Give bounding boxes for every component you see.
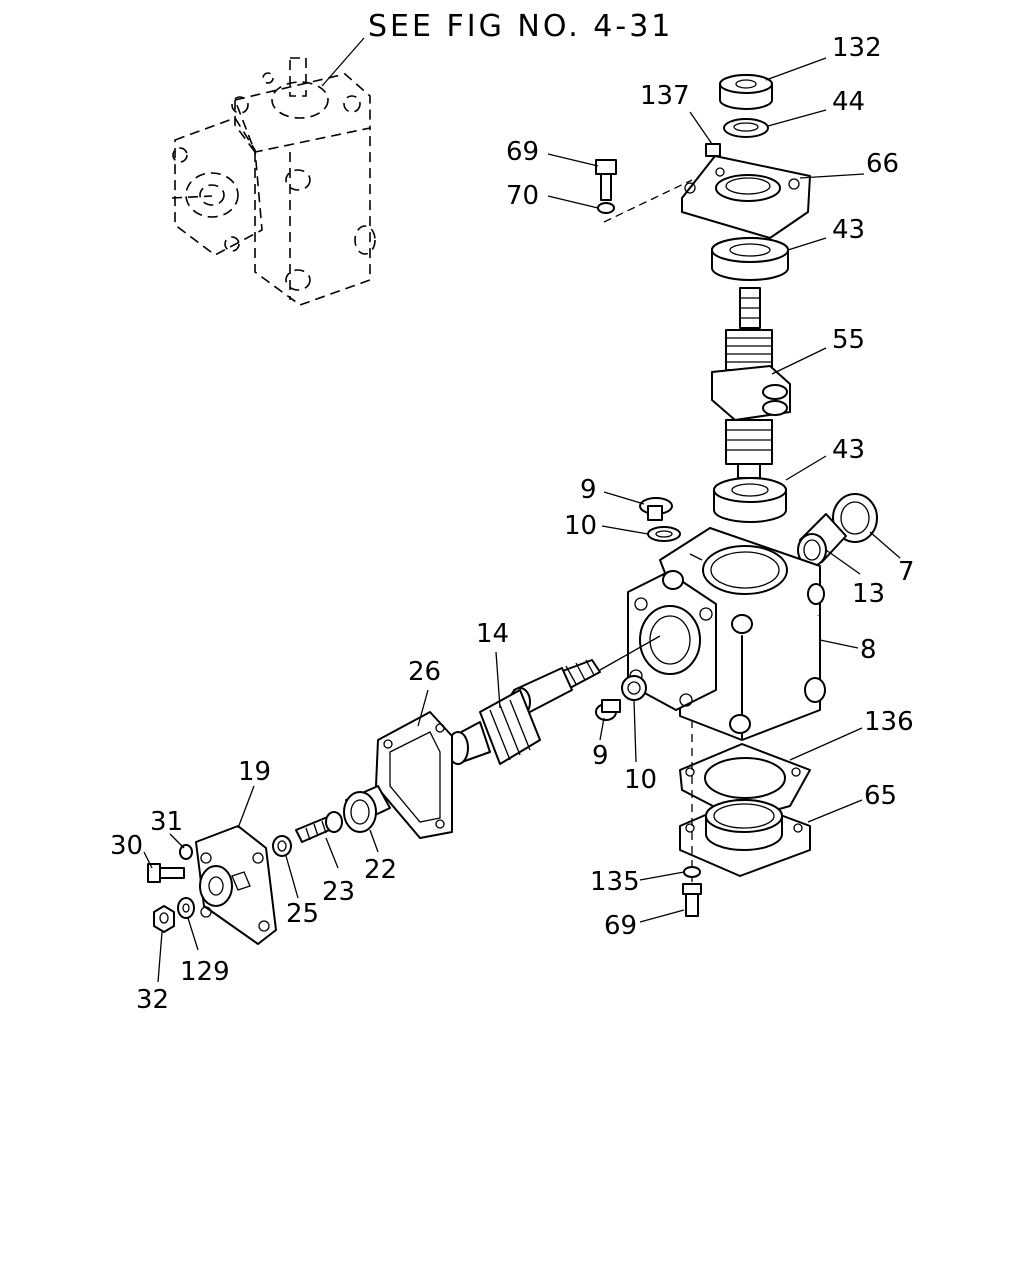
figure-reference-text: SEE FIG NO. 4-31	[368, 9, 673, 44]
callout-labels: 132 44 137 69 66 70 43 55 43 9 10 7 13 1…	[110, 33, 915, 1015]
callout-69-lower: 69	[604, 911, 637, 941]
figure-reference-leader	[321, 37, 365, 87]
callout-132: 132	[832, 33, 882, 63]
callout-10-lower: 10	[624, 765, 657, 795]
part-136-gasket	[679, 743, 811, 821]
dashed-link-bolt-to-cover	[603, 179, 693, 223]
callout-30: 30	[110, 831, 143, 861]
callout-25: 25	[286, 899, 319, 929]
callout-leader-lines	[143, 57, 901, 983]
part-69-bolt-upper	[595, 159, 617, 201]
part-129-washer	[177, 897, 195, 919]
part-43-bearing-lower	[713, 477, 787, 523]
part-55-worm-shaft	[711, 287, 791, 479]
part-23-adjust-screw	[295, 811, 343, 843]
part-44-seal-ring	[723, 118, 769, 138]
callout-23: 23	[322, 877, 355, 907]
callout-32: 32	[136, 985, 169, 1015]
part-26-gasket	[375, 711, 453, 839]
callout-69-upper: 69	[506, 137, 539, 167]
part-9-plug-upper	[639, 497, 673, 521]
part-66-bearing-cover	[681, 155, 811, 239]
part-137-grease-fitting	[705, 143, 721, 157]
callout-26: 26	[408, 657, 441, 687]
callout-13: 13	[852, 579, 885, 609]
callout-65: 65	[864, 781, 897, 811]
callout-9-lower: 9	[592, 741, 609, 771]
part-70-lock-washer	[597, 202, 615, 214]
part-7-oil-seal	[832, 493, 878, 543]
callout-8: 8	[860, 635, 877, 665]
callout-135: 135	[590, 867, 640, 897]
part-135-lock-washer	[683, 866, 701, 878]
part-132-cap	[719, 74, 773, 110]
callout-43-upper: 43	[832, 215, 865, 245]
part-25-washer	[272, 835, 292, 857]
callout-43-lower: 43	[832, 435, 865, 465]
callout-44: 44	[832, 87, 865, 117]
callout-7: 7	[898, 557, 915, 587]
part-31-lock-washer	[179, 844, 193, 860]
part-69-bolt-lower	[682, 883, 702, 917]
callout-129: 129	[180, 957, 230, 987]
part-65-flange	[679, 799, 811, 877]
part-30-bolt	[147, 863, 185, 883]
part-10-washer-lower	[621, 675, 647, 701]
callout-31: 31	[150, 807, 183, 837]
part-32-nut	[153, 905, 175, 933]
callout-55: 55	[832, 325, 865, 355]
callout-66: 66	[866, 149, 899, 179]
callout-10-upper: 10	[564, 511, 597, 541]
part-22-roller-bearing	[343, 785, 391, 833]
callout-9-upper: 9	[580, 475, 597, 505]
part-19-side-cover	[195, 825, 277, 945]
callout-137: 137	[640, 81, 690, 111]
part-43-bearing-upper	[711, 237, 789, 281]
callout-14: 14	[476, 619, 509, 649]
part-8-gear-housing	[627, 527, 826, 741]
part-13-needle-bearing	[797, 513, 847, 567]
callout-22: 22	[364, 855, 397, 885]
callout-70: 70	[506, 181, 539, 211]
callout-136: 136	[864, 707, 914, 737]
part-9-plug-lower	[595, 699, 621, 721]
assembled-gearbox-illustration	[171, 57, 376, 306]
part-10-washer-upper	[647, 526, 681, 542]
callout-19: 19	[238, 757, 271, 787]
